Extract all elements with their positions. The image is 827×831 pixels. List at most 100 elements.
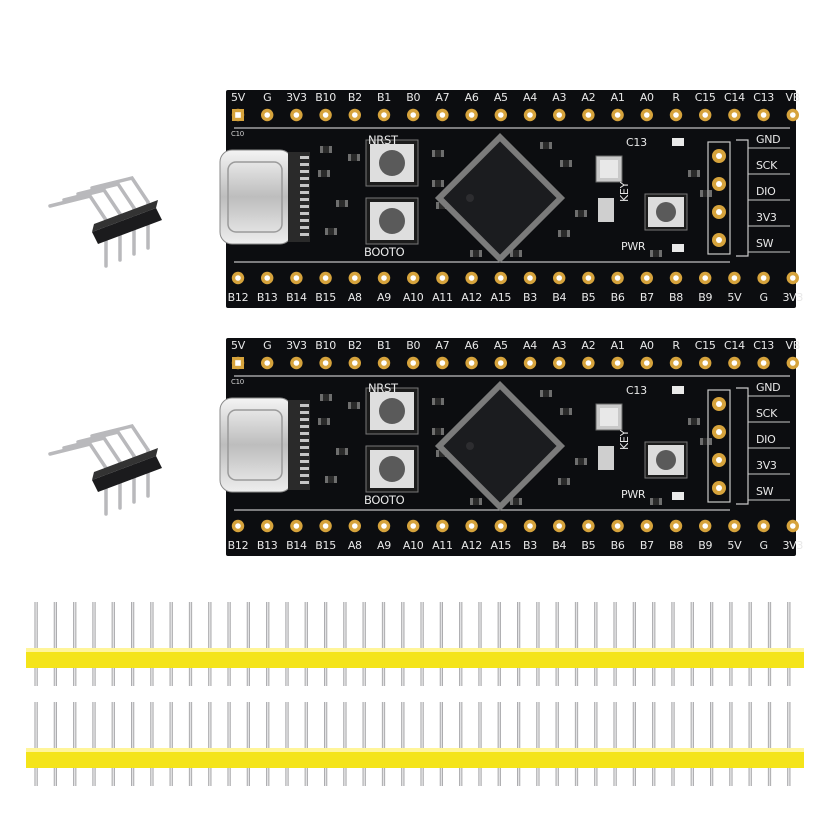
angled-pin [76,182,136,210]
pad-hole [585,360,592,366]
pin-label: B10 [315,339,336,352]
pin-label: B14 [286,291,307,304]
pad-hole [702,360,708,366]
pin-label: B3 [523,539,537,552]
smd-body [543,142,549,149]
usb-pin [300,474,309,477]
swd-pin-label: GND [756,133,781,146]
usb-pin [300,233,309,236]
pad-hole [716,401,722,407]
pcb-board-1-art [219,90,799,308]
pad-hole [352,360,358,366]
swd-pin-label: SW [756,485,774,498]
key-button-cap [656,450,676,470]
label-key: KEY [618,430,631,450]
pad-hole [716,153,722,159]
smd-body [435,180,441,187]
pad-hole [468,360,475,366]
usb-pin [300,425,309,428]
pcb-board-2-art [219,338,799,556]
pad-hole [673,523,679,529]
header-pin [671,602,675,686]
header-pin [343,702,347,786]
pad-hole [716,429,722,435]
usb-pin [300,163,309,166]
header-pin [169,702,173,786]
header-pin [613,702,617,786]
pin-label: A10 [402,539,424,552]
pin-label: A11 [432,539,453,552]
pad-hole [527,360,533,366]
pin-label: B0 [406,91,421,104]
pin-label: B3 [523,291,537,304]
header-pin [381,702,386,786]
pad-hole [293,523,300,529]
header-pin [285,602,289,686]
label-c13: C13 [626,384,647,397]
pad-hole [264,275,271,281]
pad-hole [498,112,504,118]
angled-pin [90,424,150,452]
swd-pin-label: GND [756,381,781,394]
button-cap [379,208,405,234]
smd-body [328,476,334,483]
pad-hole [790,112,796,118]
mcu-dot [466,442,474,450]
pad-hole [716,209,722,215]
angled-pin [62,436,122,464]
swd-bracket [736,139,749,257]
pad-hole [731,360,738,366]
header-pin [131,702,135,786]
pin-label: B2 [347,91,362,104]
pad-hole [235,112,241,118]
pin-header-strip-2 [26,702,804,786]
angled-pin [62,188,122,216]
pin-label: VB [785,91,801,104]
header-pin [362,602,366,686]
header-pin [381,602,386,686]
pad-hole [381,112,387,118]
pin-label: R [672,339,680,352]
angled-pin [48,442,108,470]
header-pin [729,602,733,686]
header-pin [478,602,482,686]
pad-hole [381,360,387,366]
pad-hole [410,523,417,529]
strip-highlight [26,648,804,652]
smd-body [563,408,569,415]
usb-c-inner [227,409,283,481]
pin-label: B6 [610,291,625,304]
header-pin [671,702,675,786]
header-pin [594,602,598,686]
pin-label: B7 [639,291,654,304]
pad-hole [352,112,358,118]
pin-label: B1 [377,339,391,352]
pin-label: A5 [493,91,508,104]
usb-pin [300,418,309,421]
header-pin [227,702,231,786]
pin-label: B14 [286,539,307,552]
pad-hole [716,237,722,243]
smd-body [351,154,357,161]
pad-hole [790,360,796,366]
usb-pin [300,156,309,159]
pad-hole [293,360,300,366]
pad-hole [527,275,533,281]
pin-label: B12 [227,539,249,552]
smd-body [543,390,549,397]
smd-body [435,150,441,157]
pad-hole [410,112,417,118]
smd-body [435,398,441,405]
smd-body [513,250,519,257]
usb-pin [300,439,309,442]
header-pin [401,602,405,686]
smd-body [513,498,519,505]
header-pin [324,702,328,786]
header-pin [362,702,366,786]
swd-pin-label: SCK [756,159,777,172]
pin-label: A7 [435,339,450,352]
pad-hole [498,360,504,366]
crystal-32k [598,198,614,222]
button-cap [379,398,405,424]
